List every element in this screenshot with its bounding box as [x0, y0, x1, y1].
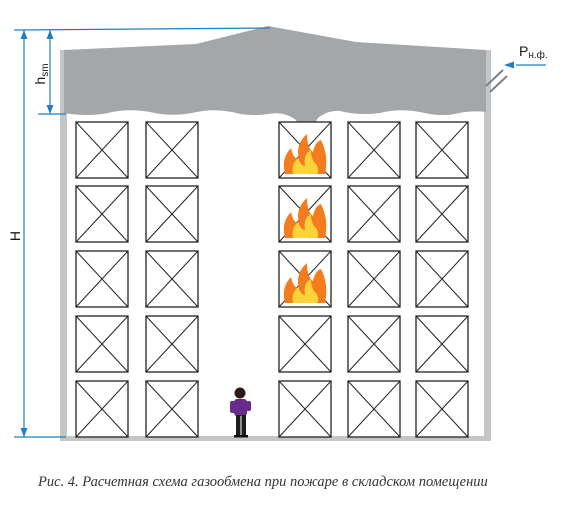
rack-box [145, 121, 199, 179]
rack-box [415, 250, 469, 308]
rack-box [75, 185, 129, 243]
height-label: H [7, 231, 23, 241]
rack-box [145, 250, 199, 308]
rack-box [347, 380, 401, 438]
rack-box [415, 121, 469, 179]
rack-box [347, 185, 401, 243]
fire-sources [283, 134, 327, 303]
rack-box [145, 185, 199, 243]
smoke-height-main: h [32, 77, 48, 85]
pressure-label: Pн.ф. [519, 43, 548, 61]
smoke-height-label: hsm [32, 63, 51, 84]
dimension-arrowheads [20, 30, 514, 437]
fire-icon [283, 134, 327, 174]
rack-box [145, 315, 199, 373]
left-wall [60, 50, 67, 440]
floor [60, 436, 491, 441]
rack-box [75, 380, 129, 438]
rack-box [278, 315, 332, 373]
vent-opening [485, 69, 508, 93]
rack-box [415, 185, 469, 243]
rack-box [347, 121, 401, 179]
storage-racks [75, 121, 469, 438]
rack-box [347, 250, 401, 308]
fire-icon [283, 198, 327, 238]
rack-box [75, 315, 129, 373]
figure-caption: Рис. 4. Расчетная схема газообмена при п… [38, 474, 488, 490]
smoke-layer [64, 26, 486, 137]
fire-icon [283, 263, 327, 303]
right-wall [484, 50, 491, 440]
person-icon [230, 387, 251, 438]
rack-box [415, 380, 469, 438]
rack-box [75, 250, 129, 308]
dimension-lines [13, 27, 546, 438]
pressure-main: P [519, 43, 528, 59]
rack-box [278, 380, 332, 438]
rack-box [347, 315, 401, 373]
rack-box [415, 315, 469, 373]
pressure-subscript: н.ф. [528, 49, 547, 61]
rack-box [75, 121, 129, 179]
smoke-height-subscript: sm [40, 63, 51, 76]
rack-box [145, 380, 199, 438]
